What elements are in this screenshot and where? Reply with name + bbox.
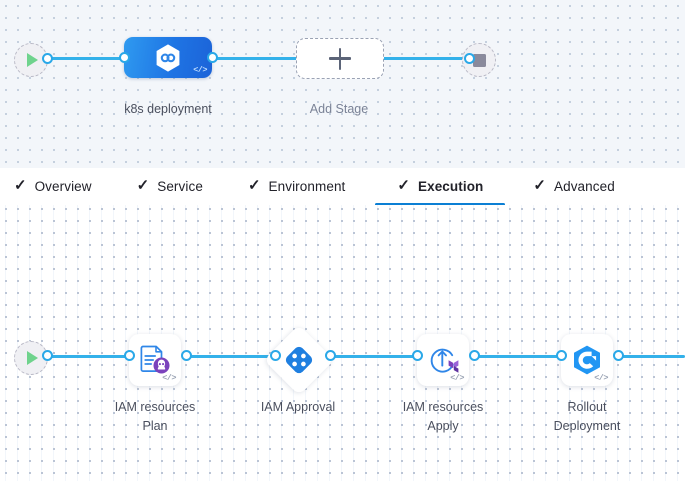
stage-node-port-right[interactable]: [207, 52, 218, 63]
stage-node-label: k8s deployment: [124, 102, 212, 116]
terraform-apply-icon: [430, 348, 459, 373]
step-rollout-port-right[interactable]: [613, 350, 624, 361]
end-node-port[interactable]: [464, 53, 475, 64]
tab-overview[interactable]: ✓ Overview: [14, 169, 92, 205]
tab-execution-label: Execution: [417, 179, 484, 194]
tab-environment-label: Environment: [268, 179, 346, 194]
stop-icon: [472, 53, 486, 67]
check-icon: ✓: [247, 177, 261, 194]
stage-canvas[interactable]: </> k8s deployment Add Stage: [0, 0, 685, 168]
check-icon: ✓: [14, 177, 27, 194]
step-node-label: IAM resources Plan: [114, 400, 196, 433]
wire-step4-to-next: [618, 355, 685, 358]
step-iam-approval-port-left[interactable]: [270, 350, 281, 361]
tab-service-label: Service: [157, 179, 203, 194]
execution-canvas[interactable]: </> IAM resources Plan IAM Approval: [0, 205, 685, 481]
step-rollout-port-left[interactable]: [556, 350, 567, 361]
step-iam-plan-port-left[interactable]: [124, 350, 135, 361]
step-node-iam-resources-apply[interactable]: </>: [417, 334, 469, 386]
stage-node-k8s-deployment[interactable]: </>: [124, 37, 212, 78]
stage-node-port-left[interactable]: [119, 52, 130, 63]
step-node-label: IAM resources Apply: [402, 400, 484, 433]
tab-environment[interactable]: ✓ Environment: [248, 169, 345, 205]
step-node-rollout-deployment[interactable]: </>: [561, 334, 613, 386]
play-icon: [27, 53, 38, 67]
wire-stage-to-addstage: [212, 57, 300, 60]
add-stage-label: Add Stage: [309, 102, 369, 116]
step-iam-plan-port-right[interactable]: [181, 350, 192, 361]
step-iam-apply-port-right[interactable]: [469, 350, 480, 361]
start-node-port[interactable]: [42, 53, 53, 64]
wire-start-to-step1: [44, 355, 134, 358]
wire-step3-to-step4: [472, 355, 562, 358]
step-node-label: IAM Approval: [260, 400, 336, 414]
step-code-glyph: </>: [450, 373, 464, 383]
step-node-iam-resources-plan[interactable]: </>: [129, 334, 181, 386]
kubernetes-hexagon-icon: [156, 43, 180, 72]
tab-execution[interactable]: ✓ Execution: [375, 169, 506, 206]
tab-advanced[interactable]: ✓ Advanced: [533, 169, 614, 205]
wire-start-to-stage: [44, 57, 130, 60]
step-code-glyph: </>: [162, 373, 176, 383]
wire-addstage-to-end: [378, 57, 468, 60]
tab-advanced-label: Advanced: [553, 179, 615, 194]
kubernetes-rollout-icon: [574, 345, 600, 374]
step-node-label: Rollout Deployment: [553, 400, 621, 433]
tab-service[interactable]: ✓ Service: [137, 169, 203, 205]
start-node-port[interactable]: [42, 350, 53, 361]
play-icon: [27, 351, 38, 365]
pipeline-tabbar: ✓ Overview ✓ Service ✓ Environment ✓ Exe…: [0, 168, 685, 206]
check-icon: ✓: [533, 177, 546, 194]
check-icon: ✓: [397, 177, 410, 194]
tab-overview-label: Overview: [34, 179, 92, 194]
terraform-plan-document-icon: [140, 345, 170, 374]
step-node-iam-approval-icon-wrap: [273, 334, 325, 386]
harness-approval-icon: [285, 346, 313, 374]
step-iam-apply-port-left[interactable]: [412, 350, 423, 361]
add-stage-button[interactable]: [296, 38, 384, 79]
wire-step2-to-step3: [330, 355, 418, 358]
check-icon: ✓: [136, 177, 150, 194]
plus-icon: [329, 47, 351, 70]
step-iam-approval-port-right[interactable]: [325, 350, 336, 361]
active-tab-underline: [375, 202, 506, 206]
wire-step1-to-step2: [186, 355, 276, 358]
stage-code-glyph: </>: [193, 65, 207, 75]
step-code-glyph: </>: [594, 373, 608, 383]
